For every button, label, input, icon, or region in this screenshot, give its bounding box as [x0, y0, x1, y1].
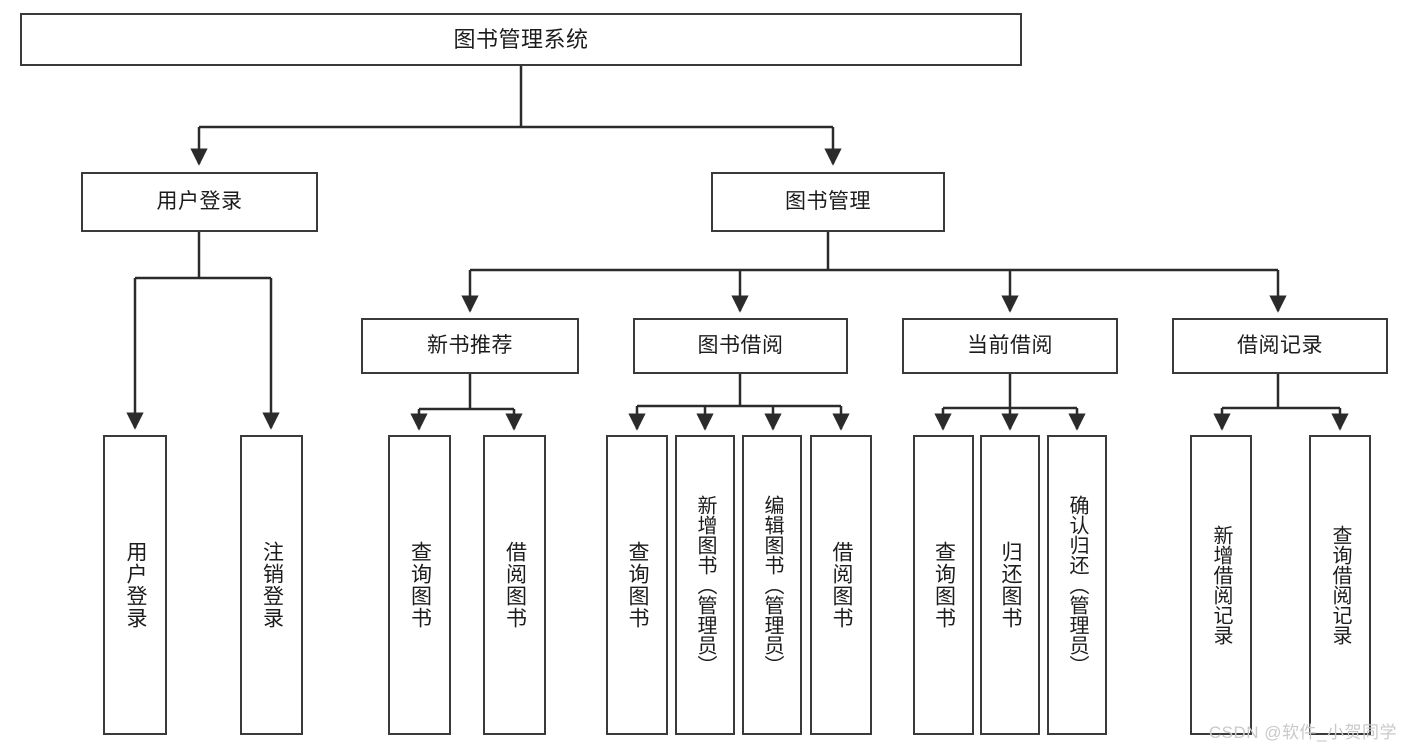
- node-label: 图书管理: [785, 189, 871, 213]
- node-label: 图书管理系统: [453, 26, 589, 52]
- node-label: 新增图书（管理员）: [694, 495, 716, 675]
- node-book-borrow[interactable]: 图书借阅: [633, 318, 848, 374]
- leaf-user-login-logout[interactable]: 注销登录: [240, 435, 303, 735]
- node-label: 归还图书: [999, 541, 1023, 629]
- node-label: 查询图书: [408, 541, 432, 629]
- node-label: 借阅图书: [503, 541, 527, 629]
- node-label: 新书推荐: [427, 333, 513, 357]
- node-label: 借阅图书: [830, 541, 854, 629]
- node-label: 当前借阅: [967, 333, 1053, 357]
- watermark-text: CSDN @软件_小贺同学: [1208, 723, 1397, 742]
- leaf-new-book-query[interactable]: 查询图书: [388, 435, 451, 735]
- leaf-book-borrow-add[interactable]: 新增图书（管理员）: [675, 435, 735, 735]
- node-borrow-record[interactable]: 借阅记录: [1172, 318, 1388, 374]
- node-label: 查询借阅记录: [1329, 525, 1351, 645]
- node-current-borrow[interactable]: 当前借阅: [902, 318, 1118, 374]
- node-label: 注销登录: [260, 541, 284, 629]
- node-label: 编辑图书（管理员）: [761, 495, 783, 675]
- leaf-current-borrow-confirm-return[interactable]: 确认归还（管理员）: [1047, 435, 1107, 735]
- leaf-book-borrow-edit[interactable]: 编辑图书（管理员）: [742, 435, 802, 735]
- node-label: 图书借阅: [697, 333, 784, 357]
- node-new-book-recommend[interactable]: 新书推荐: [361, 318, 579, 374]
- leaf-current-borrow-query[interactable]: 查询图书: [913, 435, 974, 735]
- node-root-system[interactable]: 图书管理系统: [20, 13, 1022, 66]
- node-label: 借阅记录: [1237, 333, 1323, 357]
- node-label: 用户登录: [124, 541, 148, 629]
- node-label: 新增借阅记录: [1210, 525, 1232, 645]
- node-label: 确认归还（管理员）: [1066, 495, 1088, 675]
- node-label: 用户登录: [156, 189, 243, 213]
- leaf-user-login-login[interactable]: 用户登录: [103, 435, 167, 735]
- leaf-book-borrow-query[interactable]: 查询图书: [606, 435, 668, 735]
- leaf-new-book-borrow[interactable]: 借阅图书: [483, 435, 546, 735]
- node-book-manage[interactable]: 图书管理: [711, 172, 945, 232]
- leaf-borrow-record-query[interactable]: 查询借阅记录: [1309, 435, 1371, 735]
- node-user-login[interactable]: 用户登录: [81, 172, 318, 232]
- node-label: 查询图书: [626, 541, 650, 629]
- leaf-current-borrow-return[interactable]: 归还图书: [980, 435, 1040, 735]
- leaf-borrow-record-add[interactable]: 新增借阅记录: [1190, 435, 1252, 735]
- node-label: 查询图书: [932, 541, 956, 629]
- leaf-book-borrow-borrow[interactable]: 借阅图书: [810, 435, 872, 735]
